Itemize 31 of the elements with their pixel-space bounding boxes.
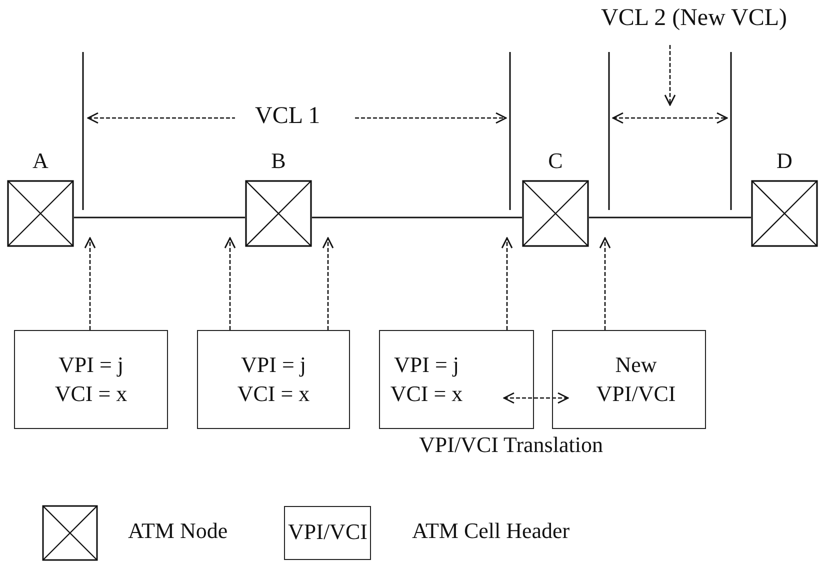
arrow — [84, 237, 96, 330]
cell-header-box — [197, 330, 350, 429]
arrow — [503, 392, 569, 404]
vcl-label: VCL 2 (New VCL) — [601, 5, 787, 31]
header-field: VCI = x — [54, 380, 128, 408]
arrow — [599, 237, 611, 330]
node-letter: C — [547, 148, 564, 174]
header-field: New VPI/VCI — [586, 350, 686, 408]
link-line — [74, 216, 245, 218]
cell-header-box — [14, 330, 168, 429]
legend-text: ATM Cell Header — [412, 518, 570, 544]
header-field: VCI = x — [390, 380, 463, 408]
translation-label: VPI/VCI Translation — [419, 432, 603, 458]
link-line — [589, 216, 751, 218]
arrow — [322, 237, 334, 330]
header-field: VPI = j — [58, 350, 124, 380]
dimension-label: VCL 1 — [255, 103, 320, 130]
arrow — [664, 45, 676, 106]
cell-header-box — [379, 330, 534, 429]
arrow — [224, 237, 236, 330]
legend-sample-text: VPI/VCI — [284, 506, 372, 560]
link-line — [312, 216, 522, 218]
node-letter: B — [270, 148, 287, 174]
node-letter: A — [32, 148, 50, 174]
node-letter: D — [776, 148, 794, 174]
cell-header-box — [552, 330, 706, 429]
legend-text: ATM Node — [128, 518, 228, 544]
arrow — [501, 237, 513, 330]
header-field: VPI = j — [394, 350, 459, 380]
header-field: VPI = j — [241, 350, 306, 380]
header-field: VCI = x — [237, 380, 310, 408]
